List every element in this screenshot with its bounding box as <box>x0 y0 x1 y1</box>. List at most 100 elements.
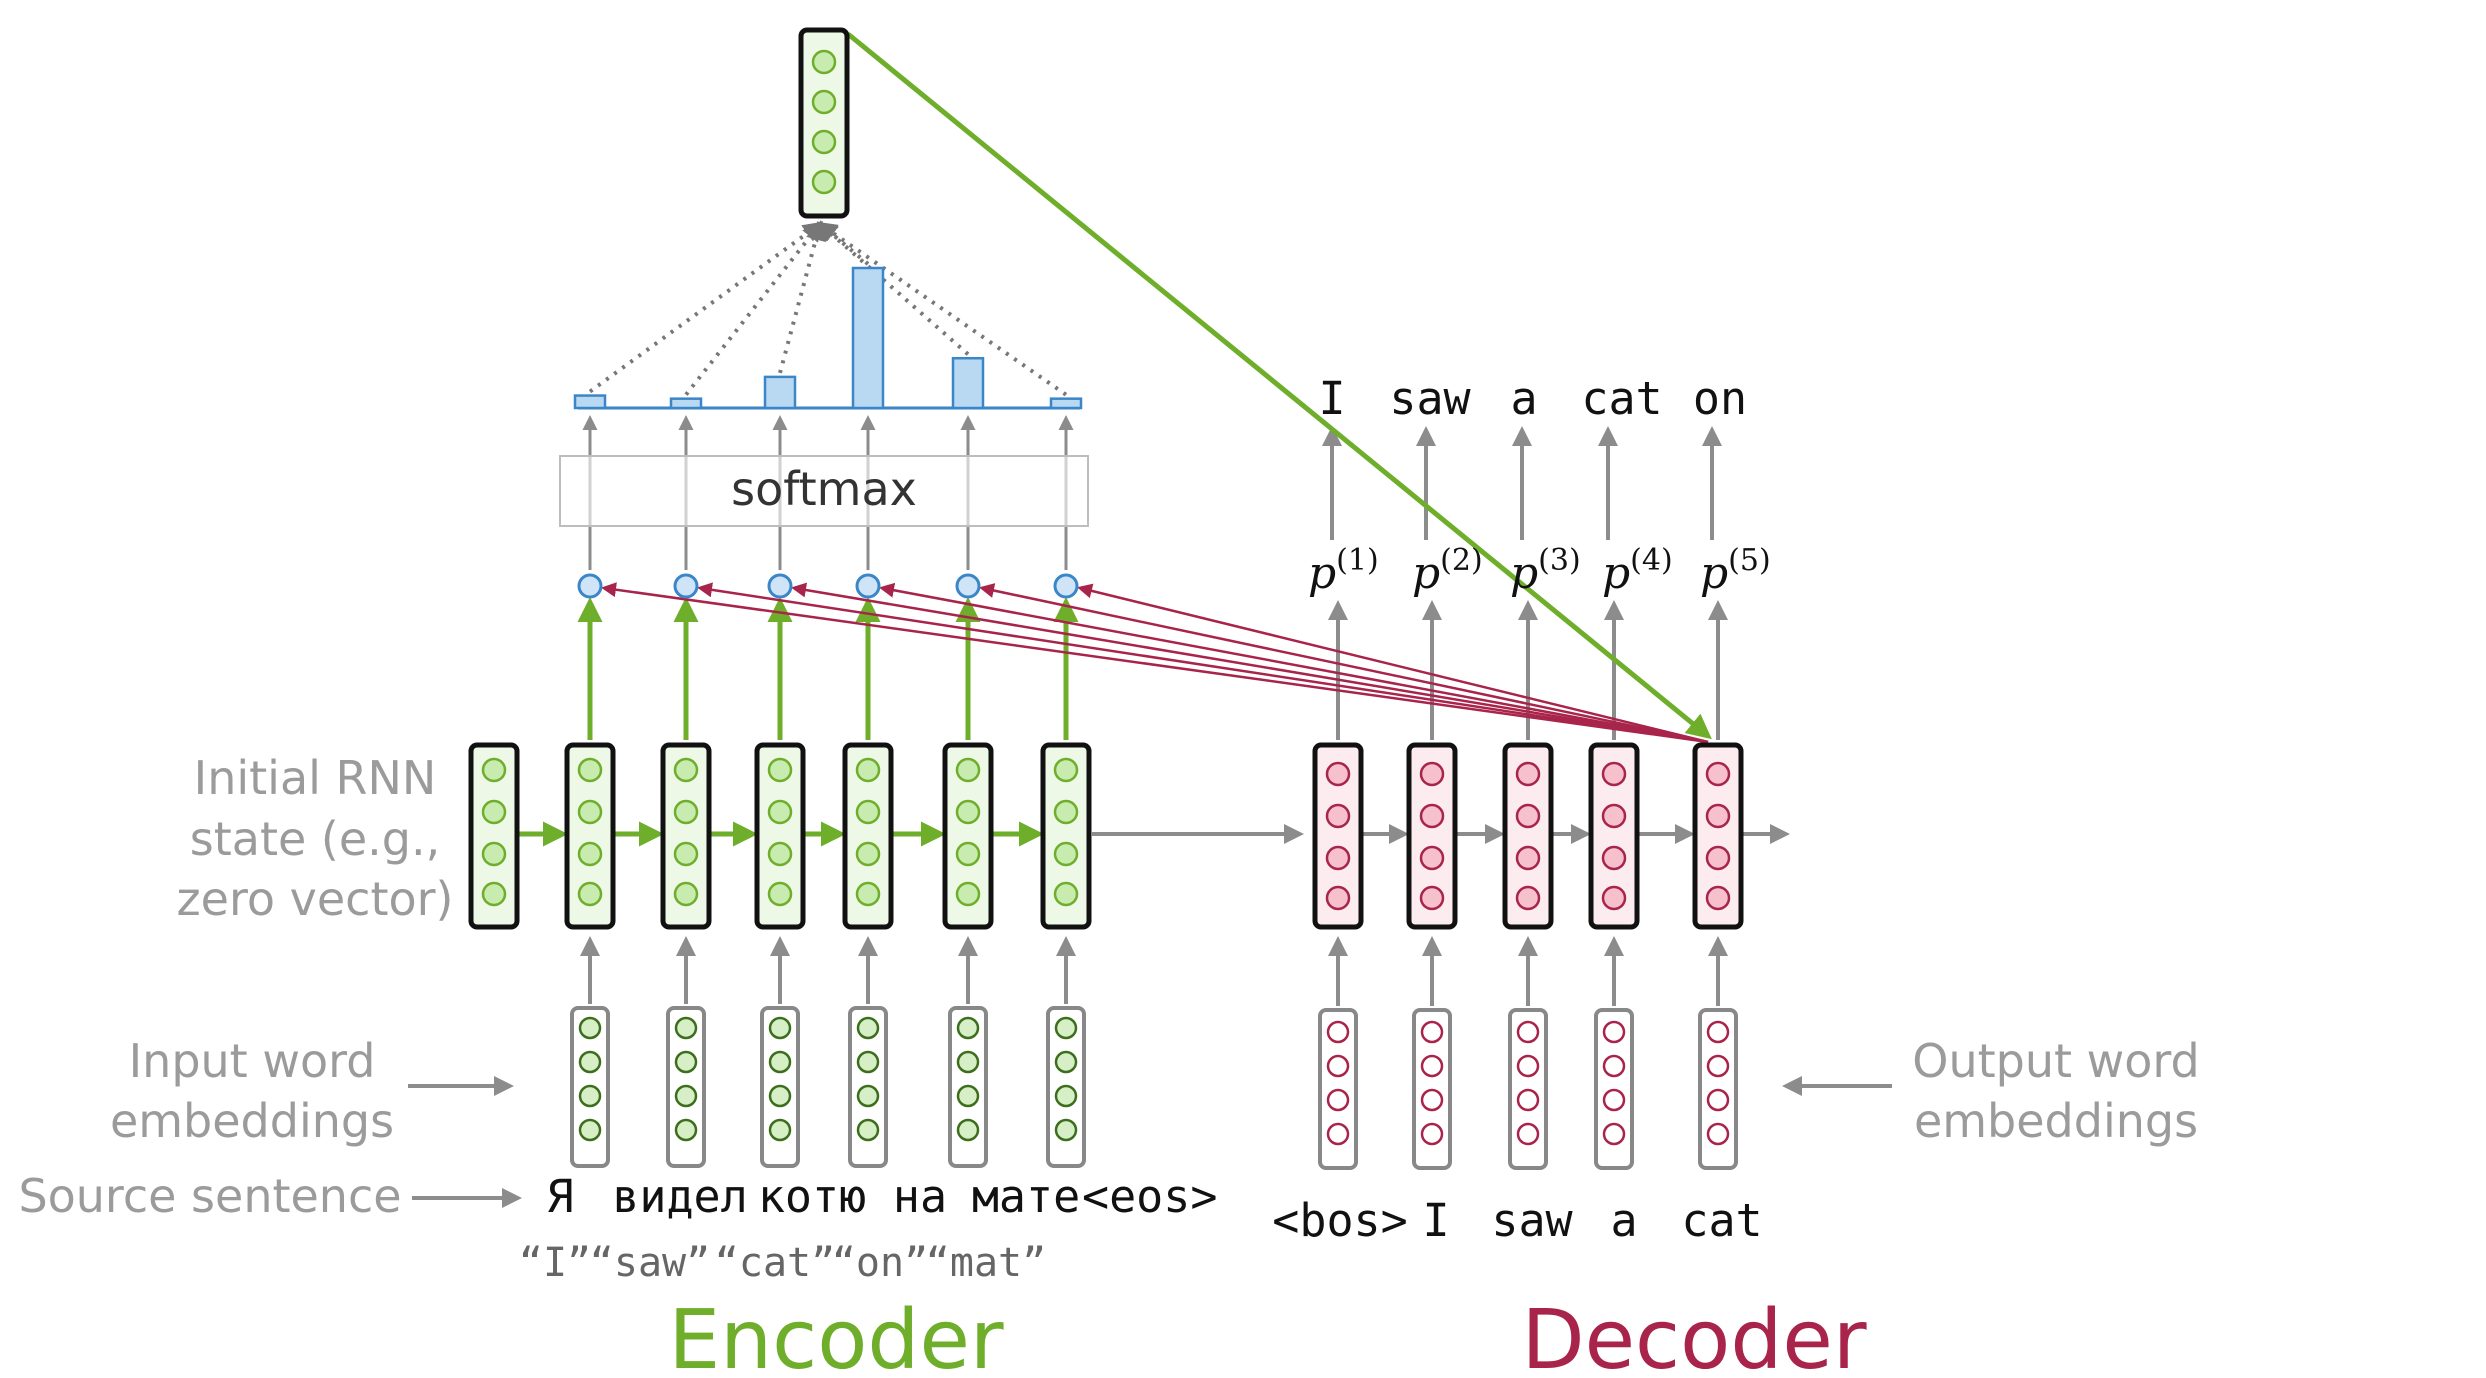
gloss-word: “mat” <box>926 1240 1046 1286</box>
encoder-hidden-state <box>564 742 616 930</box>
vector-frame <box>798 27 850 219</box>
vector-unit-circle <box>955 881 981 907</box>
vector-unit-circle <box>768 1016 792 1040</box>
vector-unit-circle <box>811 169 837 195</box>
weighted-sum-line <box>778 220 826 374</box>
output-embeddings-label-line-2: embeddings <box>1914 1094 2198 1148</box>
vector-unit-circle <box>1054 1118 1078 1142</box>
probability-label: p(1) <box>1308 543 1379 599</box>
decoder-output-word: cat <box>1581 372 1662 425</box>
vector-frame <box>942 742 994 930</box>
vector-unit-circle <box>673 799 699 825</box>
vector-unit-circle <box>1420 1054 1444 1078</box>
decoder-output-words: I saw a cat on <box>1318 372 1747 425</box>
softmax-label: softmax <box>731 462 917 516</box>
probability-label: p(2) <box>1412 543 1483 599</box>
vector-unit-circle <box>955 757 981 783</box>
vector-frame <box>468 742 520 930</box>
vector-unit-circle <box>1602 1088 1626 1112</box>
vector-unit-circle <box>577 841 603 867</box>
encoder-hidden-state <box>942 742 994 930</box>
source-word: на <box>893 1170 947 1223</box>
vector-unit-circle <box>767 799 793 825</box>
decoder-hidden-state <box>1312 742 1364 930</box>
vector-unit-circle <box>811 89 837 115</box>
vector-unit-circle <box>1515 761 1541 787</box>
vector-unit-circle <box>674 1084 698 1108</box>
decoder-to-score-line <box>1077 583 1709 744</box>
encoder-hidden-state <box>1040 742 1092 930</box>
vector-frame <box>1312 742 1364 930</box>
decoder-hidden-state <box>1588 742 1640 930</box>
vector-unit-circle <box>1705 885 1731 911</box>
input-embeddings-label-line-1: Input word <box>129 1034 376 1088</box>
initial-rnn-state <box>468 742 520 930</box>
vector-unit-circle <box>1705 845 1731 871</box>
vector-unit-circle <box>768 1050 792 1074</box>
attention-score-lines <box>601 32 1712 744</box>
decoder-hidden-state <box>1692 742 1744 930</box>
vector-frame <box>1588 742 1640 930</box>
source-word: видел <box>612 1170 747 1223</box>
vector-unit-circle <box>1326 1122 1350 1146</box>
vector-unit-circle <box>1516 1088 1540 1112</box>
decoder-input-word: I <box>1422 1194 1449 1247</box>
vector-unit-circle <box>1705 803 1731 829</box>
vector-unit-circle <box>577 881 603 907</box>
vector-unit-circle <box>577 757 603 783</box>
encoder-input-embedding <box>848 1006 888 1168</box>
vector-unit-circle <box>1325 845 1351 871</box>
vector-unit-circle <box>1053 799 1079 825</box>
source-translation-gloss: “I” “saw” “cat” “on” “mat” <box>519 1240 1046 1286</box>
vector-unit-circle <box>1420 1088 1444 1112</box>
vector-unit-circle <box>956 1084 980 1108</box>
vector-unit-circle <box>767 881 793 907</box>
vector-unit-circle <box>1515 845 1541 871</box>
attention-weight-bar <box>669 397 703 410</box>
vector-unit-circle <box>1706 1122 1730 1146</box>
vector-unit-circle <box>578 1084 602 1108</box>
encoder-input-embedding <box>570 1006 610 1168</box>
vector-unit-circle <box>577 799 603 825</box>
vector-unit-circle <box>1326 1088 1350 1112</box>
vector-unit-circle <box>481 757 507 783</box>
probability-label: p(5) <box>1700 543 1771 599</box>
vector-unit-circle <box>1516 1054 1540 1078</box>
vector-frame <box>1040 742 1092 930</box>
vector-unit-circle <box>1326 1020 1350 1044</box>
input-embeddings-label-line-2: embeddings <box>110 1094 394 1148</box>
attention-weight-bar <box>573 394 607 410</box>
attention-weight-bar <box>951 356 985 410</box>
vector-unit-circle <box>1602 1020 1626 1044</box>
attention-score-node <box>673 573 699 599</box>
vector-unit-circle <box>674 1118 698 1142</box>
attention-score-nodes <box>577 573 1079 599</box>
vector-unit-circle <box>856 1118 880 1142</box>
vector-unit-circle <box>481 841 507 867</box>
vector-unit-circle <box>1602 1054 1626 1078</box>
output-probability-labels: p(1) p(2) p(3) p(4) p(5) <box>1308 543 1771 599</box>
vector-unit-circle <box>1516 1020 1540 1044</box>
decoder-to-score-line <box>601 582 1709 744</box>
probability-label: p(4) <box>1602 543 1673 599</box>
attention-weight-bar <box>1049 397 1083 410</box>
vector-unit-circle <box>1419 761 1445 787</box>
vector-unit-circle <box>674 1050 698 1074</box>
attention-score-node <box>767 573 793 599</box>
decoder-output-word: on <box>1693 372 1747 425</box>
softmax-box <box>559 455 1089 527</box>
vector-unit-circle <box>768 1084 792 1108</box>
vector-unit-circle <box>955 799 981 825</box>
weighted-sum-line <box>816 221 970 356</box>
gloss-word: “I” <box>519 1240 591 1286</box>
vector-unit-circle <box>811 129 837 155</box>
vector-unit-circle <box>1054 1050 1078 1074</box>
vector-unit-circle <box>578 1050 602 1074</box>
vector-unit-circle <box>956 1050 980 1074</box>
vector-unit-circle <box>1706 1020 1730 1044</box>
vector-unit-circle <box>578 1118 602 1142</box>
decoder-input-embedding <box>1508 1008 1548 1170</box>
vector-unit-circle <box>1705 761 1731 787</box>
connector-arrows <box>519 415 1790 1006</box>
vector-boxes <box>468 27 1744 1170</box>
